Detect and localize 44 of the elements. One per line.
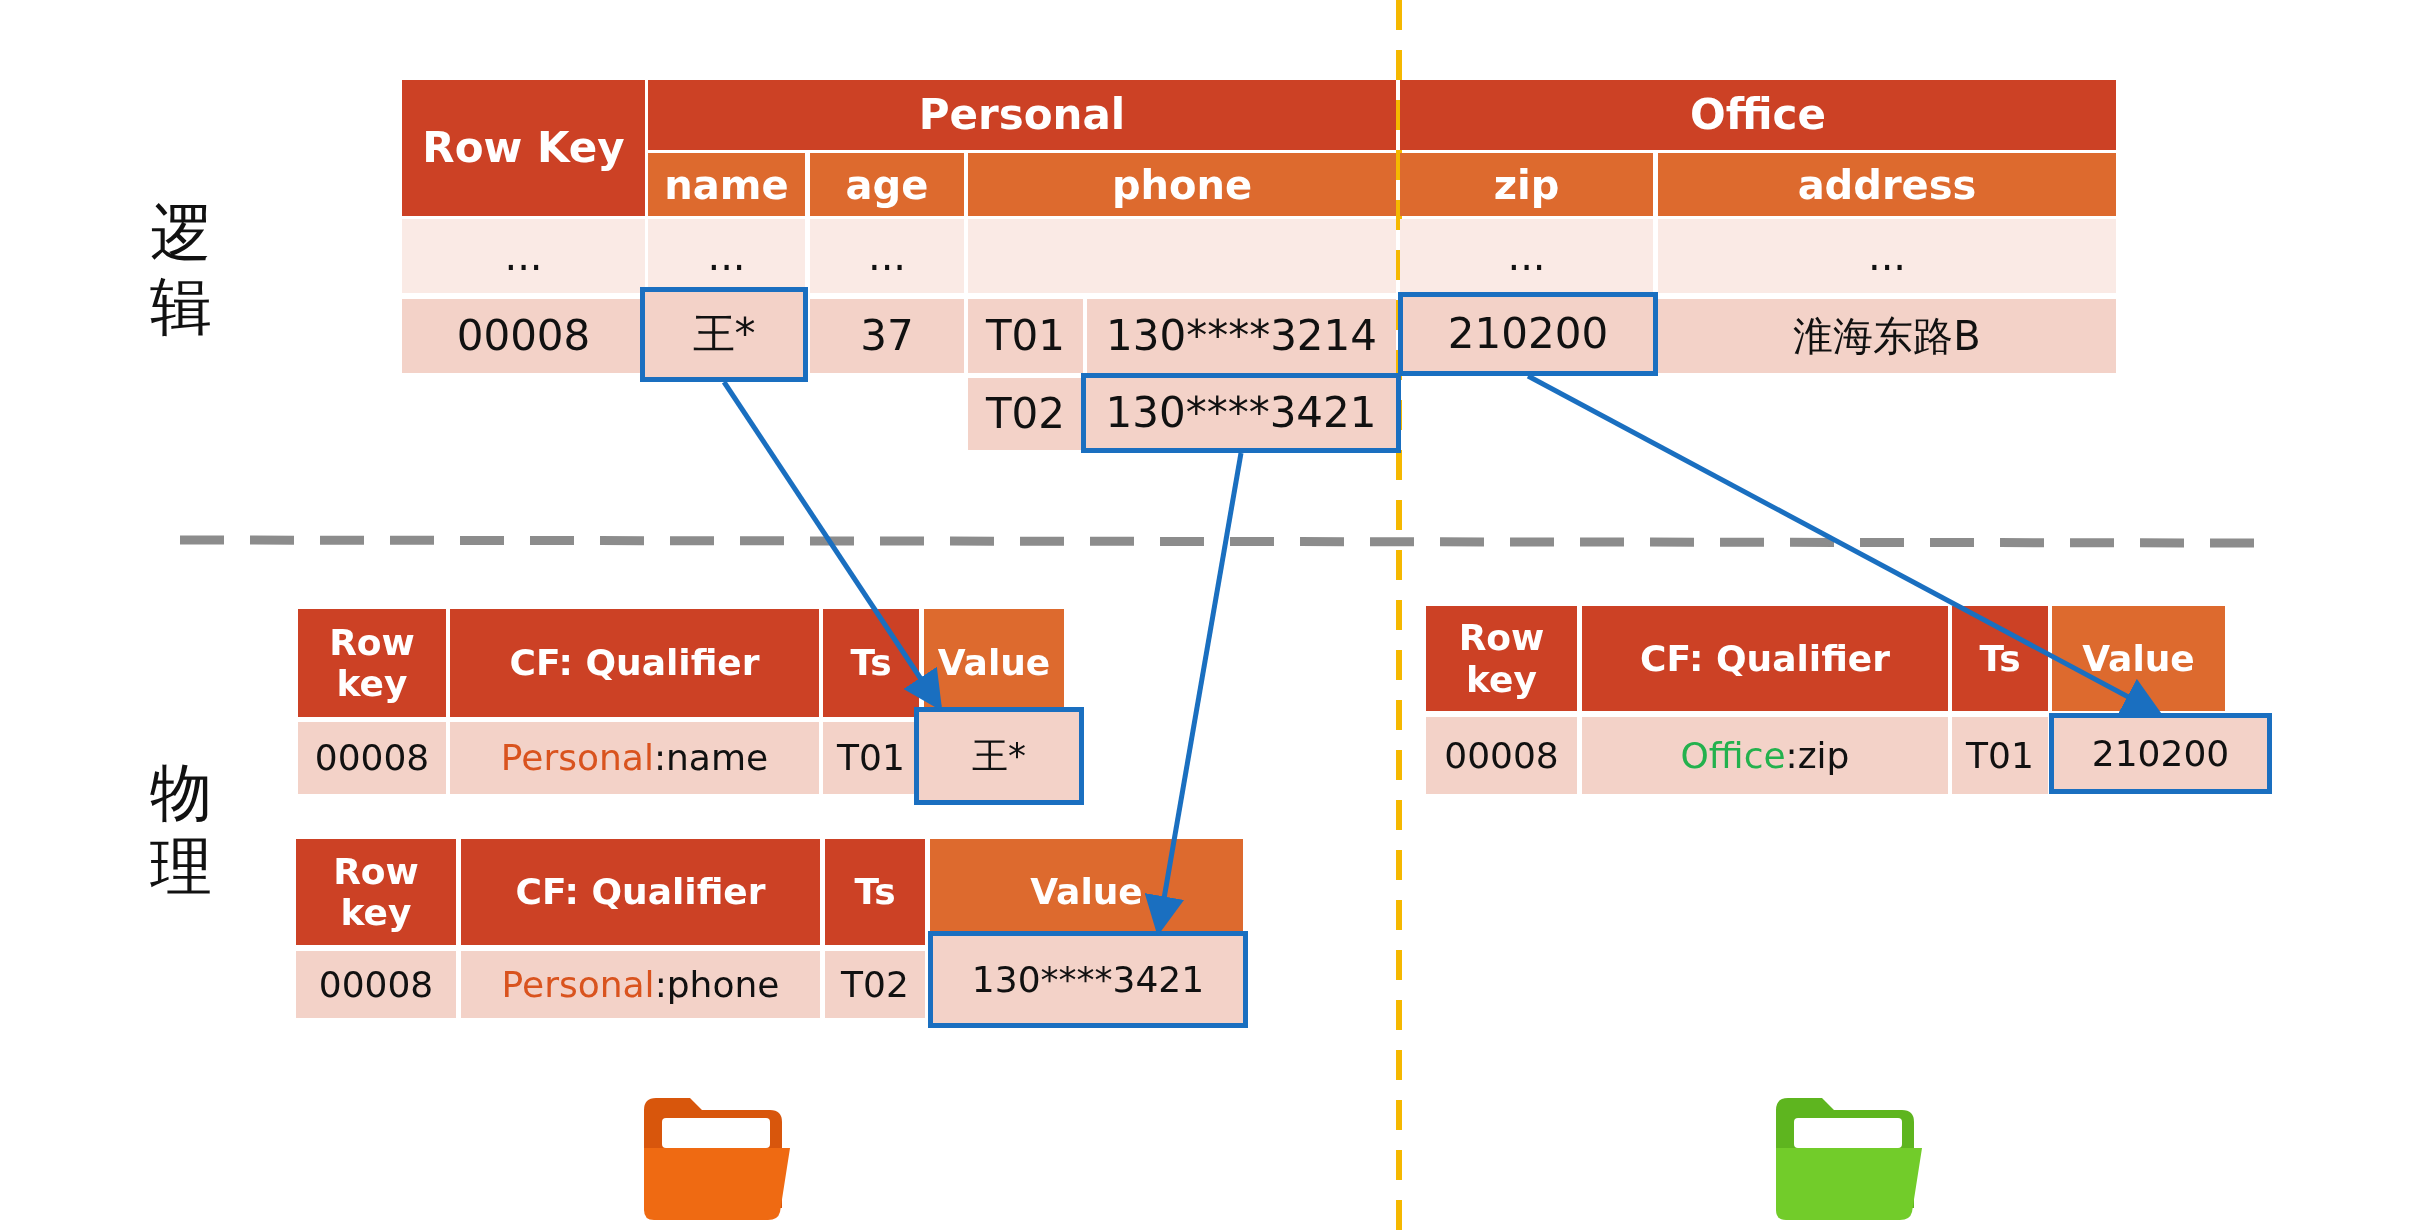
table-cell: T01 — [1952, 717, 2048, 794]
header-cell: Ts — [823, 609, 919, 717]
arrow — [1526, 373, 2163, 716]
header-cell: CF: Qualifier — [461, 839, 820, 945]
highlighted-cell: 210200 — [2049, 713, 2272, 794]
header-cell: CF: Qualifier — [1582, 606, 1948, 711]
table-cell: Personal:name — [450, 722, 819, 794]
highlighted-cell: 王* — [914, 707, 1084, 805]
table-cell: 00008 — [1426, 717, 1577, 794]
header-cell: Personal — [648, 80, 1396, 150]
header-cell: Value — [2052, 606, 2225, 711]
highlighted-cell: 210200 — [1398, 292, 1658, 376]
side-label: 物理 — [149, 754, 213, 905]
table-cell: T01 — [968, 299, 1083, 373]
header-cell: Row key — [298, 609, 446, 717]
table-cell: ... — [1658, 219, 2116, 293]
table-cell: 淮海东路B — [1658, 299, 2116, 373]
header-cell: Row key — [296, 839, 456, 945]
table-cell: ... — [402, 219, 645, 293]
header-cell: Row key — [1426, 606, 1577, 711]
header-cell: Ts — [1952, 606, 2048, 711]
side-label: 逻辑 — [149, 194, 213, 345]
highlighted-cell: 130****3421 — [1081, 373, 1401, 453]
table-cell: 130****3214 — [1087, 299, 1396, 373]
header-cell: age — [810, 153, 964, 216]
highlighted-cell: 130****3421 — [928, 931, 1248, 1028]
header-cell: address — [1658, 153, 2116, 216]
header-cell: name — [648, 153, 805, 216]
header-cell: Office — [1400, 80, 2116, 150]
table-cell: T02 — [968, 378, 1083, 450]
table-cell: 00008 — [296, 951, 456, 1018]
table-cell: ... — [1400, 219, 1653, 293]
header-cell: Row Key — [402, 80, 645, 216]
table-cell: 37 — [810, 299, 964, 373]
header-cell: zip — [1400, 153, 1653, 216]
table-cell: ... — [810, 219, 964, 293]
header-cell: CF: Qualifier — [450, 609, 819, 717]
table-cell: Office:zip — [1582, 717, 1948, 794]
table-cell: T02 — [825, 951, 925, 1018]
table-cell: Personal:phone — [461, 951, 820, 1018]
highlighted-cell: 王* — [640, 287, 808, 382]
table-cell: 00008 — [298, 722, 446, 794]
header-cell: Ts — [825, 839, 925, 945]
header-cell: phone — [968, 153, 1396, 216]
